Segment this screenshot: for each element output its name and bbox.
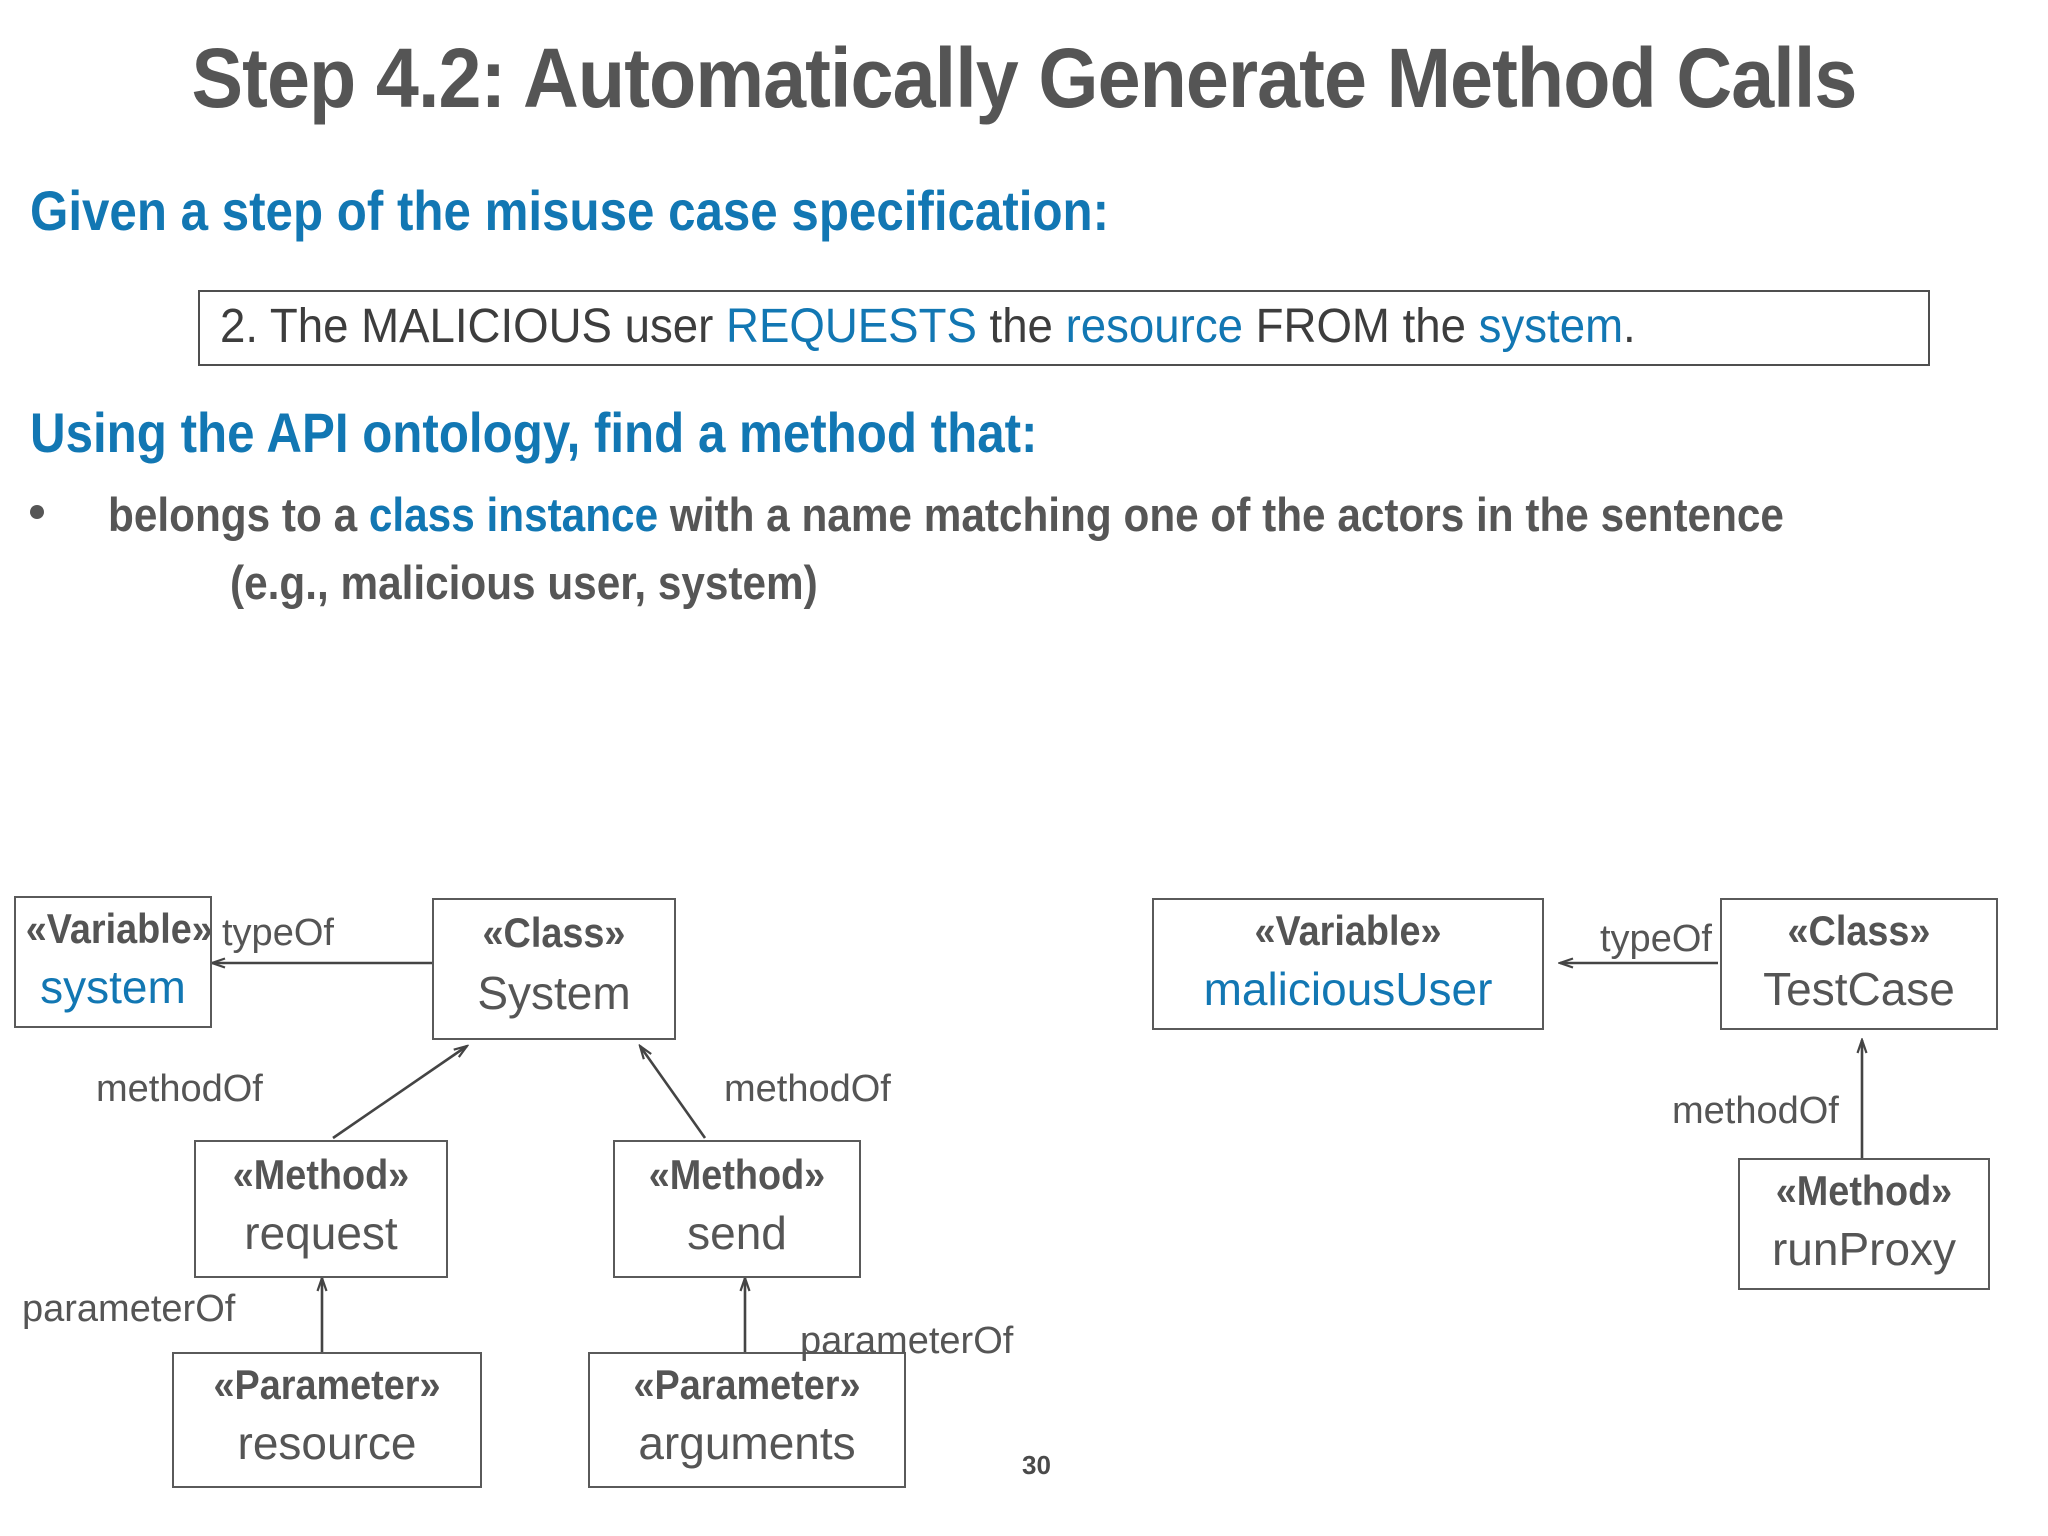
sentence-part-0: 2. The MALICIOUS user <box>220 300 727 353</box>
node-name: request <box>244 1207 398 1259</box>
heading-using-api-ontology: Using the API ontology, find a method th… <box>30 401 1038 464</box>
edge-label-methodof-request: methodOf <box>96 1068 263 1110</box>
sentence-part-2: the <box>976 300 1066 353</box>
edge-label-parameterof-resource: parameterOf <box>22 1288 236 1330</box>
bullet-line-2: (e.g., malicious user, system) <box>230 556 818 609</box>
edge-label-parameterof-arguments: parameterOf <box>800 1320 1014 1362</box>
node-name: arguments <box>638 1417 856 1469</box>
node-method-runproxy[interactable]: «Method» runProxy <box>1738 1158 1990 1290</box>
heading-given-step: Given a step of the misuse case specific… <box>30 179 1110 242</box>
sentence-part-4: FROM the <box>1243 300 1479 353</box>
node-stereotype: «Method» <box>1775 1167 1953 1214</box>
node-stereotype: «Method» <box>648 1151 826 1198</box>
node-stereotype: «Class» <box>1787 907 1931 954</box>
page-title: Step 4.2: Automatically Generate Method … <box>191 31 1858 125</box>
node-variable-malicioususer[interactable]: «Variable» maliciousUser <box>1152 898 1544 1030</box>
node-name: resource <box>237 1417 417 1469</box>
node-name: send <box>687 1207 787 1259</box>
sentence-part-requests: REQUESTS <box>726 300 977 353</box>
misuse-case-step-box: 2. The MALICIOUS user REQUESTS the resou… <box>198 290 1930 366</box>
edge-methodof-send <box>640 1046 707 1139</box>
bullet-dot-icon <box>30 505 44 519</box>
node-name: maliciousUser <box>1203 963 1493 1015</box>
edge-label-typeof-testcase: typeOf <box>1600 918 1712 960</box>
bullet-line-1: belongs to a class instance with a name … <box>108 487 1784 542</box>
node-method-request[interactable]: «Method» request <box>194 1140 448 1278</box>
node-stereotype: «Parameter» <box>633 1361 861 1408</box>
bullet-part-class-instance: class instance <box>368 488 659 541</box>
node-name: runProxy <box>1771 1223 1957 1275</box>
node-class-system[interactable]: «Class» System <box>432 898 676 1040</box>
node-stereotype: «Parameter» <box>213 1361 441 1408</box>
node-variable-system[interactable]: «Variable» system <box>14 896 212 1028</box>
bullet-part-0: belongs to a <box>108 488 369 541</box>
sentence-part-resource: resource <box>1065 300 1244 353</box>
node-stereotype: «Class» <box>482 909 626 956</box>
misuse-case-step-text: 2. The MALICIOUS user REQUESTS the resou… <box>220 299 1636 354</box>
node-parameter-arguments[interactable]: «Parameter» arguments <box>588 1352 906 1488</box>
node-name: system <box>40 961 186 1013</box>
node-method-send[interactable]: «Method» send <box>613 1140 861 1278</box>
node-name: TestCase <box>1763 963 1955 1015</box>
node-stereotype: «Variable» <box>1254 907 1442 954</box>
node-stereotype: «Method» <box>232 1151 410 1198</box>
edge-label-methodof-send: methodOf <box>724 1068 891 1110</box>
sentence-part-system: system <box>1478 300 1624 353</box>
edge-label-methodof-runproxy: methodOf <box>1672 1090 1839 1132</box>
node-parameter-resource[interactable]: «Parameter» resource <box>172 1352 482 1488</box>
edge-methodof-request <box>332 1046 467 1140</box>
page-number: 30 <box>1022 1450 1051 1480</box>
node-class-testcase[interactable]: «Class» TestCase <box>1720 898 1998 1030</box>
sentence-part-6: . <box>1623 300 1636 353</box>
node-stereotype: «Variable» <box>25 905 212 952</box>
bullet-part-2: with a name matching one of the actors i… <box>658 488 1784 541</box>
edge-label-typeof-system: typeOf <box>222 912 334 954</box>
node-name: System <box>477 967 631 1019</box>
